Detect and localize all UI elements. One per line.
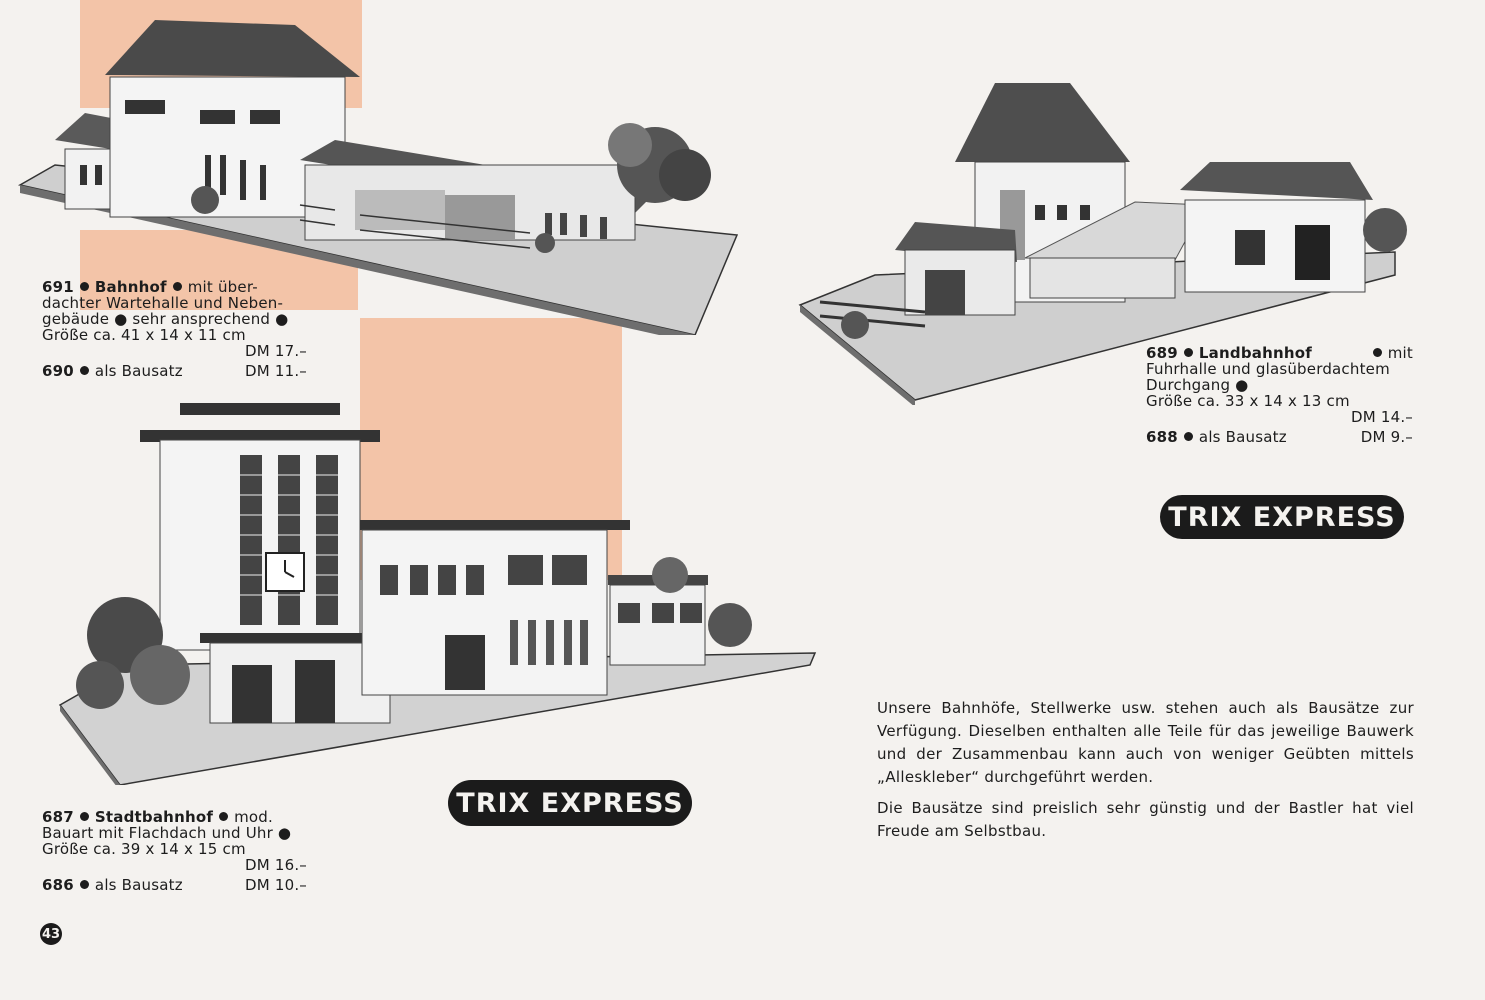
item-size: Größe ca. 39 x 14 x 15 cm [42,840,246,858]
stadtbahnhof-model-photo [58,403,817,785]
landbahnhof-model-photo [798,83,1407,405]
bullet-icon [219,812,229,821]
item-desc-line3: Durchgang ● [1146,376,1249,394]
item-price: DM 14.– [1350,408,1413,426]
item-price: DM 16.– [244,856,307,874]
item-desc-line2: dachter Wartehalle und Neben- [42,294,284,312]
item-number: 687 [42,808,74,826]
kit-number: 688 [1146,428,1178,446]
kit-label: als Bausatz [94,362,183,380]
item-price: DM 17.– [244,342,307,360]
item-number: 691 [42,278,74,296]
item-size: Größe ca. 41 x 14 x 11 cm [42,326,246,344]
item-desc-line3: gebäude ● sehr ansprechend ● [42,310,289,328]
kit-price: DM 10.– [244,876,307,894]
bullet-icon [79,282,89,291]
caption-stadtbahnhof: 687 Stadtbahnhof mod. Bauart mit Flachdach… [42,809,307,893]
item-desc-line2: Fuhrhalle und glasüberdachtem [1146,360,1390,378]
kit-label: als Bausatz [94,876,183,894]
page-number: 43 [40,923,62,945]
kit-price: DM 11.– [244,362,307,380]
description-paragraph-1: Unsere Bahnhöfe, Stellwerke usw. stehen … [877,699,1414,786]
bullet-icon [1372,348,1382,357]
trix-express-logo-top: TRIX EXPRESS [1160,495,1404,539]
bullet-icon [79,880,89,889]
trix-express-logo-bottom: TRIX EXPRESS [448,780,692,826]
item-size: Größe ca. 33 x 14 x 13 cm [1146,392,1350,410]
bullet-icon [172,282,182,291]
bullet-icon [1183,432,1193,441]
item-name: Stadtbahnhof [94,808,214,826]
description-paragraph-2: Die Bausätze sind preislich sehr günstig… [877,799,1414,840]
item-number: 689 [1146,344,1178,362]
item-desc-line1: mit [1387,344,1413,362]
caption-landbahnhof: 689 Landbahnhof mit Fuhrhalle und glasüber… [1146,345,1413,445]
item-desc-line1: mit über- [187,278,258,296]
kit-price: DM 9.– [1360,428,1413,446]
item-desc-line1: mod. [234,808,273,826]
bahnhof-model-photo [17,20,739,335]
item-name: Landbahnhof [1198,344,1312,362]
caption-bahnhof: 691 Bahnhof mit über- dachter Wartehalle u… [42,279,307,379]
bullet-icon [79,366,89,375]
bullet-icon [1183,348,1193,357]
bullet-icon [79,812,89,821]
description-text: Unsere Bahnhöfe, Stellwerke usw. stehen … [877,697,1414,851]
kit-number: 690 [42,362,74,380]
kit-label: als Bausatz [1198,428,1287,446]
item-name: Bahnhof [94,278,167,296]
item-desc-line2: Bauart mit Flachdach und Uhr ● [42,824,292,842]
kit-number: 686 [42,876,74,894]
